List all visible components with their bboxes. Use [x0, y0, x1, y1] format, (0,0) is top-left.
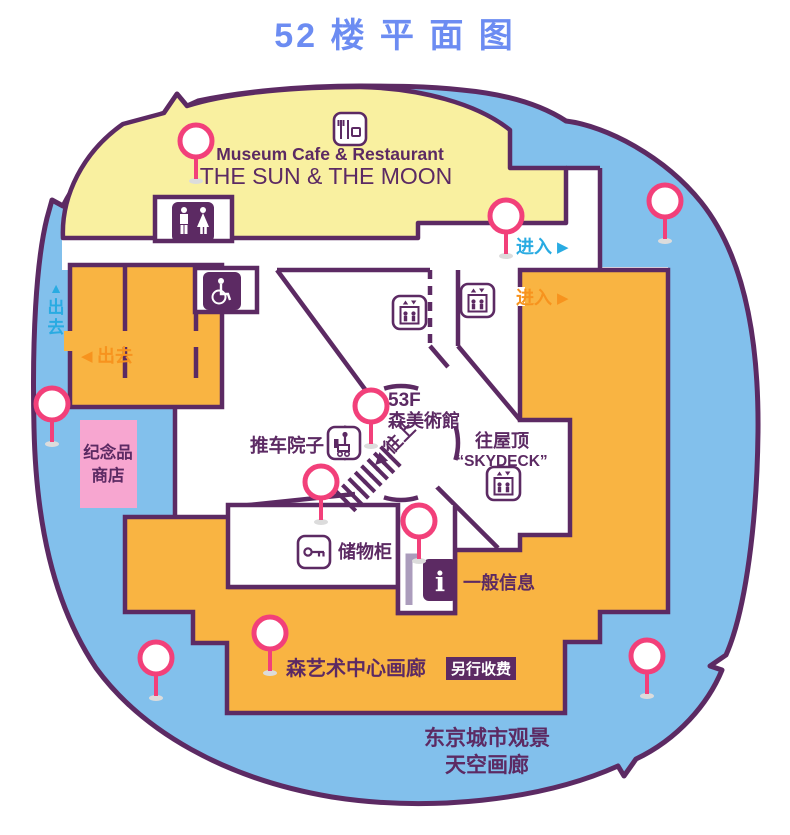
elevator-icon [485, 465, 522, 502]
location-pin[interactable] [628, 637, 666, 699]
gallery-fee-badge: 另行收费 [446, 657, 516, 680]
museum-name-label: 森美術館 [388, 410, 460, 431]
orange-entrance-gap [515, 287, 525, 306]
skydeck-label-1: 往屋顶 [475, 430, 529, 451]
souvenir-shop-label-1: 纪念品 [83, 442, 133, 462]
svg-text:出: 出 [48, 297, 65, 317]
souvenir-shop-area [80, 420, 137, 508]
location-pin[interactable] [177, 122, 215, 184]
information-label: 一般信息 [463, 572, 535, 593]
city-view-label-2: 天空画廊 [445, 753, 529, 777]
location-pin[interactable] [137, 639, 175, 701]
corridor-walls [122, 165, 603, 550]
stroller-icon [326, 425, 362, 461]
left-exit-gap [64, 331, 76, 351]
lockers-label: 储物柜 [337, 541, 392, 562]
souvenir-shop-label-2: 商店 [92, 465, 125, 485]
svg-text:出去: 出去 [97, 345, 133, 366]
location-pin[interactable] [33, 385, 71, 447]
location-pin[interactable] [646, 182, 684, 244]
location-pin[interactable] [487, 197, 525, 259]
elevator-icon [391, 294, 428, 331]
restaurant-icon [332, 111, 368, 147]
museum-floor-label: 53F [388, 390, 421, 411]
city-view-label-1: 东京城市观景 [424, 726, 550, 750]
location-pin[interactable] [251, 614, 289, 676]
escalator [334, 440, 403, 513]
info-icon: i [423, 559, 457, 601]
cafe-name-main: THE SUN & THE MOON [200, 163, 453, 189]
info-symbol: i [435, 567, 445, 598]
wheelchair-icon [203, 272, 241, 310]
entrance-upper-arrow-icon: ▶ [557, 239, 569, 256]
elevator-icon [459, 282, 496, 319]
svg-text:另行收费: 另行收费 [451, 660, 511, 678]
svg-text:▲: ▲ [49, 280, 63, 296]
locker-icon [296, 534, 332, 570]
toilet-icon [172, 202, 214, 242]
cafe-name-en: Museum Cafe & Restaurant [216, 144, 444, 164]
location-pin[interactable] [400, 502, 438, 564]
entrance-lower-arrow-icon: ▶ [557, 290, 569, 307]
stroller-area-label: 推车院子 [250, 435, 324, 456]
location-pin[interactable] [352, 387, 390, 449]
svg-text:◀: ◀ [81, 348, 93, 365]
entrance-lower-label: 进入 [516, 288, 552, 308]
gallery-label: 森艺术中心画廊 [286, 656, 426, 680]
page-title: 52 楼 平 面 图 [274, 17, 516, 55]
exit-left-label: ◀ 出去 [81, 345, 133, 366]
svg-text:去: 去 [48, 317, 65, 337]
pins-layer [33, 122, 684, 701]
skydeck-label-2: “SKYDECK” [456, 453, 547, 470]
entrance-upper-label: 进入 [516, 237, 552, 257]
info-counter-wall [405, 553, 418, 605]
location-pin[interactable] [302, 463, 340, 525]
exit-up-label: ▲ 出 去 [48, 280, 65, 337]
